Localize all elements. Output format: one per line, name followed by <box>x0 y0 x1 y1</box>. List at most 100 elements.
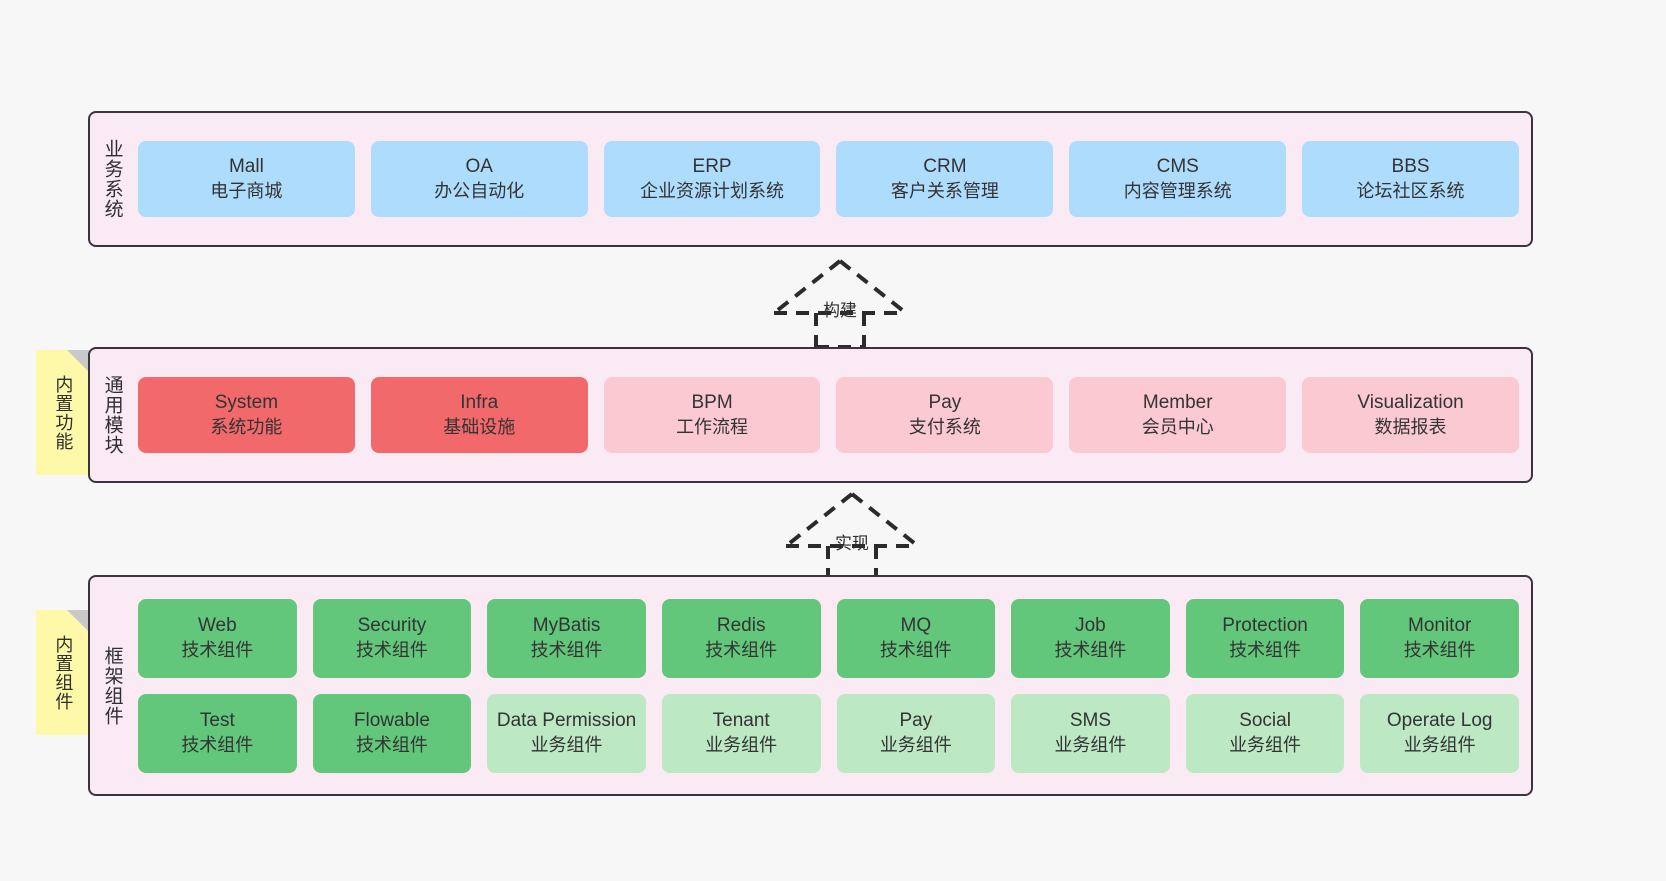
card-title-cn: 技术组件 <box>530 639 603 660</box>
band-business-systems: 业务系统 Mall 电子商城 OA 办公自动化 ERP 企业资源计划系统 CRM <box>88 111 1533 247</box>
card-title-cn: 业务组件 <box>530 734 603 755</box>
card-member[interactable]: Member 会员中心 <box>1069 377 1287 453</box>
card-title-en: Protection <box>1222 615 1308 637</box>
card-title-cn: 技术组件 <box>355 639 428 660</box>
card-security[interactable]: Security 技术组件 <box>312 598 472 678</box>
card-redis[interactable]: Redis 技术组件 <box>661 598 821 678</box>
card-job[interactable]: Job 技术组件 <box>1011 598 1170 678</box>
card-title-cn: 数据报表 <box>1374 416 1447 437</box>
card-title-en: Visualization <box>1357 392 1464 414</box>
band-title-framework-components: 框架组件 <box>101 645 123 726</box>
card-title-en: Flowable <box>353 710 430 732</box>
card-row-common-modules: System 系统功能 Infra 基础设施 BPM 工作流程 Pay 支付系统… <box>138 377 1519 453</box>
card-test[interactable]: Test 技术组件 <box>138 693 297 773</box>
card-mall[interactable]: Mall 电子商城 <box>138 141 355 217</box>
card-title-en: MyBatis <box>532 615 601 637</box>
card-pay-module[interactable]: Pay 支付系统 <box>836 377 1054 453</box>
card-visualization[interactable]: Visualization 数据报表 <box>1302 377 1519 453</box>
card-row-business-components: Test 技术组件 Flowable 技术组件 Data Permission … <box>138 693 1519 773</box>
card-title-cn: 基础设施 <box>443 416 516 437</box>
card-title-en: Tenant <box>712 710 770 732</box>
card-title-cn: 业务组件 <box>705 734 778 755</box>
note-label: 内置组件 <box>53 634 74 711</box>
card-title-en: Mall <box>228 156 264 178</box>
generalization-arrow-icon <box>784 492 920 582</box>
card-title-en: Member <box>1142 392 1213 414</box>
note-builtin-components: 内置组件 <box>36 610 89 735</box>
connector-build: 构建 <box>760 257 920 349</box>
card-title-cn: 工作流程 <box>676 416 749 437</box>
card-title-cn: 技术组件 <box>1054 639 1127 660</box>
card-operate-log[interactable]: Operate Log 业务组件 <box>1360 693 1519 773</box>
card-title-cn: 业务组件 <box>879 734 952 755</box>
band-title-business-systems: 业务系统 <box>101 139 123 219</box>
card-crm[interactable]: CRM 客户关系管理 <box>836 141 1054 217</box>
card-title-cn: 业务组件 <box>1054 734 1127 755</box>
band-title-common-modules: 通用模块 <box>101 375 123 455</box>
card-title-cn: 技术组件 <box>355 734 428 755</box>
card-data-permission[interactable]: Data Permission 业务组件 <box>487 693 646 773</box>
card-title-en: BBS <box>1391 156 1430 178</box>
card-title-en: Pay <box>899 710 933 732</box>
card-title-cn: 技术组件 <box>1229 639 1302 660</box>
generalization-arrow-icon <box>772 259 908 349</box>
card-mq[interactable]: MQ 技术组件 <box>836 598 996 678</box>
card-title-en: CRM <box>923 156 967 178</box>
card-cms[interactable]: CMS 内容管理系统 <box>1069 141 1287 217</box>
card-row-business-systems: Mall 电子商城 OA 办公自动化 ERP 企业资源计划系统 CRM 客户关系… <box>138 141 1519 217</box>
card-title-en: Social <box>1239 710 1291 732</box>
card-title-en: Security <box>357 615 427 637</box>
card-title-cn: 技术组件 <box>879 639 952 660</box>
card-mybatis[interactable]: MyBatis 技术组件 <box>487 598 646 678</box>
card-title-en: Test <box>199 710 235 732</box>
band-body-common-modules: System 系统功能 Infra 基础设施 BPM 工作流程 Pay 支付系统… <box>134 349 1531 481</box>
card-bpm[interactable]: BPM 工作流程 <box>603 377 821 453</box>
card-title-cn: 支付系统 <box>908 416 981 437</box>
card-web[interactable]: Web 技术组件 <box>138 598 297 678</box>
card-title-en: Operate Log <box>1386 710 1493 732</box>
card-oa[interactable]: OA 办公自动化 <box>370 141 588 217</box>
band-framework-components: 框架组件 Web 技术组件 Security 技术组件 MyBatis 技术组件… <box>88 575 1533 796</box>
card-title-en: System <box>214 392 279 414</box>
band-common-modules: 通用模块 System 系统功能 Infra 基础设施 BPM 工作流程 Pay <box>88 347 1533 483</box>
connector-implement: 实现 <box>772 490 932 582</box>
card-title-en: ERP <box>692 156 732 178</box>
note-label: 内置功能 <box>53 374 74 451</box>
card-title-cn: 技术组件 <box>1403 639 1476 660</box>
note-builtin-features: 内置功能 <box>36 350 89 475</box>
card-title-cn: 会员中心 <box>1141 416 1214 437</box>
card-monitor[interactable]: Monitor 技术组件 <box>1360 598 1519 678</box>
card-title-en: Web <box>197 615 237 637</box>
card-title-en: Pay <box>928 392 962 414</box>
card-infra[interactable]: Infra 基础设施 <box>370 377 588 453</box>
card-title-cn: 技术组件 <box>181 639 254 660</box>
card-title-cn: 技术组件 <box>705 639 778 660</box>
card-title-en: Monitor <box>1408 615 1472 637</box>
card-title-en: Data Permission <box>496 710 637 732</box>
card-system[interactable]: System 系统功能 <box>138 377 355 453</box>
card-title-cn: 办公自动化 <box>434 180 525 201</box>
card-title-en: BPM <box>691 392 733 414</box>
card-title-cn: 电子商城 <box>210 180 283 201</box>
card-title-cn: 业务组件 <box>1229 734 1302 755</box>
card-social[interactable]: Social 业务组件 <box>1185 693 1345 773</box>
card-protection[interactable]: Protection 技术组件 <box>1185 598 1345 678</box>
card-flowable[interactable]: Flowable 技术组件 <box>312 693 472 773</box>
card-title-en: Infra <box>460 392 499 414</box>
card-title-cn: 企业资源计划系统 <box>640 180 785 201</box>
card-bbs[interactable]: BBS 论坛社区系统 <box>1302 141 1519 217</box>
card-title-en: Redis <box>716 615 766 637</box>
card-title-en: SMS <box>1069 710 1112 732</box>
page-fold-icon <box>67 610 89 632</box>
card-title-en: CMS <box>1156 156 1199 178</box>
card-pay-component[interactable]: Pay 业务组件 <box>836 693 996 773</box>
card-sms[interactable]: SMS 业务组件 <box>1011 693 1170 773</box>
card-tenant[interactable]: Tenant 业务组件 <box>661 693 821 773</box>
card-erp[interactable]: ERP 企业资源计划系统 <box>603 141 821 217</box>
card-title-en: Job <box>1075 615 1106 637</box>
card-title-cn: 业务组件 <box>1403 734 1476 755</box>
card-title-cn: 客户关系管理 <box>890 180 999 201</box>
card-title-en: OA <box>465 156 493 178</box>
band-body-framework-components: Web 技术组件 Security 技术组件 MyBatis 技术组件 Redi… <box>134 577 1531 794</box>
